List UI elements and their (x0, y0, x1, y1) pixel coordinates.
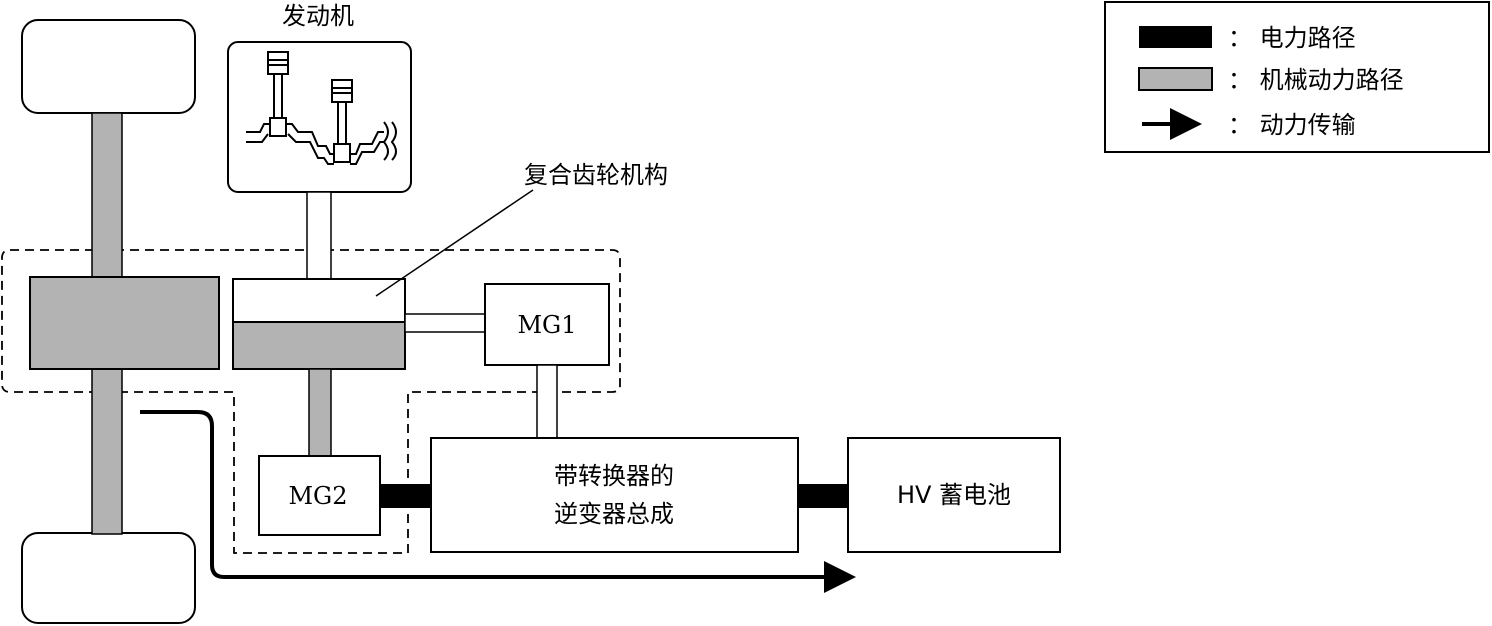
transaxle-boundary (1, 249, 621, 554)
gear-label: 复合齿轮机构 (524, 161, 668, 189)
mg1-label: MG1 (517, 311, 576, 339)
front-wheel (21, 19, 196, 114)
upper-axle-shaft (91, 112, 123, 278)
mg1-shaft (404, 313, 486, 333)
power-transmission-arrow (140, 410, 856, 593)
legend-label-arrow: ： 动力传输 (1228, 111, 1356, 139)
mg1-inverter-link (536, 364, 558, 439)
hv-battery-label: HV 蓄电池 (897, 481, 1011, 509)
engine-label: 发动机 (282, 2, 354, 30)
legend-swatch-electric (1139, 26, 1212, 48)
rear-wheel (21, 532, 196, 624)
legend-label-mechanical: ： 机械动力路径 (1228, 66, 1404, 94)
hv-battery-box (847, 437, 1061, 553)
differential-block (29, 276, 220, 370)
compound-gear-upper (232, 278, 406, 323)
engine-piston-icon (246, 51, 397, 165)
inverter-battery-electric-link (798, 484, 848, 508)
mg2-label: MG2 (288, 482, 347, 510)
engine-output-shaft (306, 191, 332, 280)
engine-box (227, 41, 412, 193)
legend-swatch-mechanical (1138, 67, 1213, 91)
mg2-inverter-electric-link (380, 484, 431, 508)
legend: ： 电力路径 ： 机械动力路径 ： 动力传输 (1104, 1, 1490, 153)
inverter-label-line1: 带转换器的 (554, 462, 674, 490)
compound-gear-lower (232, 321, 406, 370)
inverter-box (430, 437, 799, 553)
mg1-box (484, 283, 610, 366)
mg2-shaft (308, 368, 332, 457)
inverter-label-line2: 逆变器总成 (554, 500, 674, 528)
legend-label-electric: ： 电力路径 (1228, 24, 1356, 52)
lower-axle-shaft (91, 368, 123, 535)
gear-label-leader (375, 189, 534, 297)
